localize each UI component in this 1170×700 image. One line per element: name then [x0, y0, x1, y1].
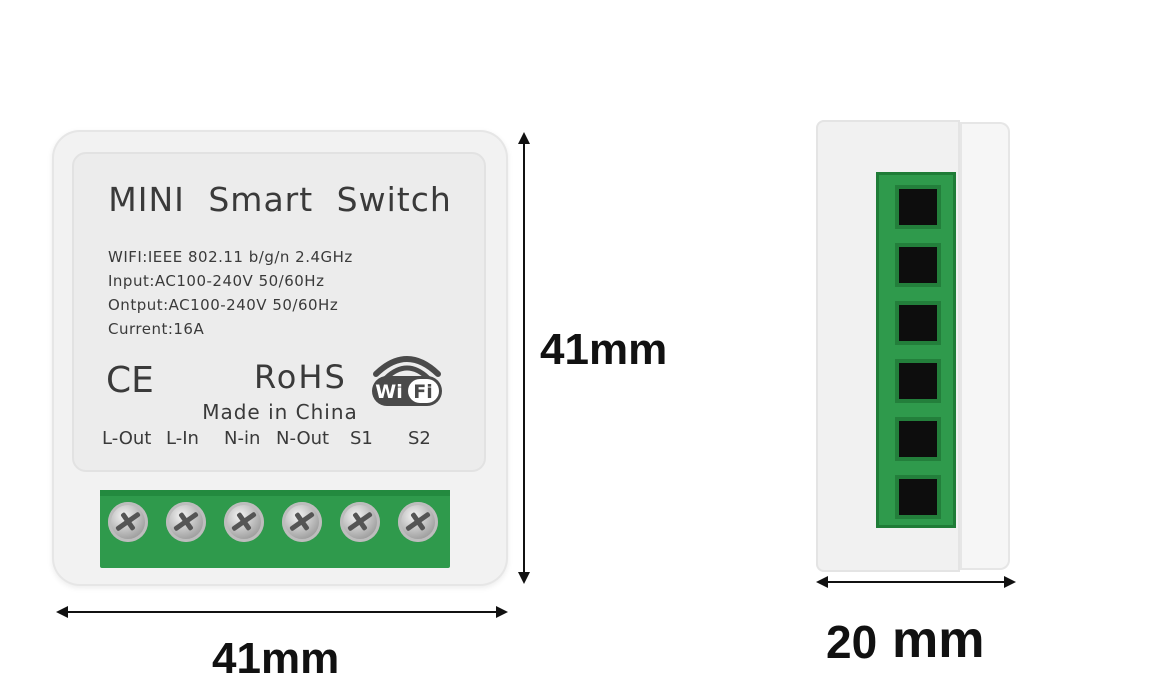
ce-mark-icon: CE: [106, 360, 154, 401]
svg-text:Wi: Wi: [375, 381, 402, 403]
height-dimension-label: 41mm: [540, 325, 668, 374]
switch-front-view: MINI Smart Switch WIFI:IEEE 802.11 b/g/n…: [52, 130, 508, 586]
svg-text:Fi: Fi: [413, 381, 433, 403]
screw-icon: [398, 502, 438, 542]
screw-icon: [224, 502, 264, 542]
depth-dimension-unit: mm: [892, 611, 985, 669]
screw-icon: [166, 502, 206, 542]
side-terminal-block: [876, 172, 956, 528]
height-arrow-icon: [518, 132, 530, 584]
wifi-logo-icon: Wi Fi: [372, 356, 442, 406]
screw-icon: [340, 502, 380, 542]
rohs-mark: RoHS: [254, 358, 347, 396]
spec-wifi: WIFI:IEEE 802.11 b/g/n 2.4GHz: [108, 248, 353, 266]
depth-arrow-icon: [816, 576, 1016, 588]
terminal-hole: [899, 363, 937, 399]
depth-dimension-number: 20: [826, 616, 878, 668]
terminal-hole: [899, 189, 937, 225]
terminal-label: S1: [350, 428, 373, 449]
terminal-block: [100, 490, 450, 568]
spec-input: Input:AC100-240V 50/60Hz: [108, 272, 325, 290]
made-in-label: Made in China: [202, 400, 358, 424]
terminal-hole: [899, 421, 937, 457]
width-arrow-icon: [56, 606, 508, 618]
width-dimension-label: 41mm: [212, 634, 340, 683]
screw-icon: [108, 502, 148, 542]
front-label-panel: [72, 152, 486, 472]
terminal-label: L-In: [166, 428, 199, 449]
screw-icon: [282, 502, 322, 542]
spec-output: Ontput:AC100-240V 50/60Hz: [108, 296, 339, 314]
terminal-label: N-in: [224, 428, 261, 449]
terminal-label: S2: [408, 428, 431, 449]
spec-current: Current:16A: [108, 320, 205, 338]
terminal-block-top: [100, 490, 450, 496]
side-view-cap: [960, 122, 1010, 570]
terminal-hole: [899, 247, 937, 283]
product-title: MINI Smart Switch: [108, 180, 452, 219]
terminal-label: L-Out: [102, 428, 152, 449]
terminal-hole: [899, 479, 937, 515]
terminal-label: N-Out: [276, 428, 330, 449]
terminal-hole: [899, 305, 937, 341]
terminal-labels: L-Out L-In N-in N-Out S1 S2: [100, 428, 490, 450]
